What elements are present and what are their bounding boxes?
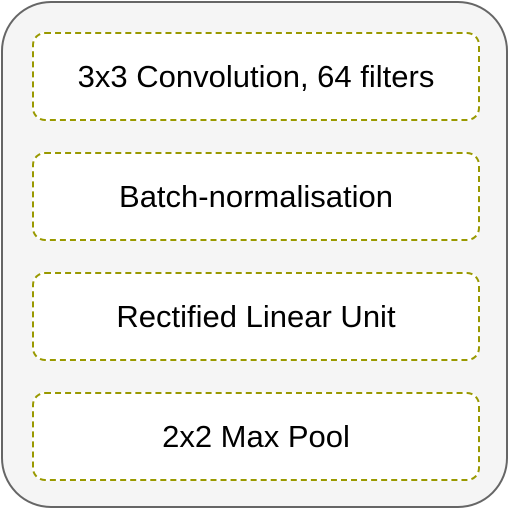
layer-relu-label: Rectified Linear Unit (116, 298, 396, 334)
layer-batch-normalisation-label: Batch-normalisation (119, 178, 393, 214)
layer-batch-normalisation: Batch-normalisation (32, 152, 480, 241)
layer-max-pool: 2x2 Max Pool (32, 392, 480, 481)
layer-max-pool-label: 2x2 Max Pool (162, 418, 350, 454)
layer-relu: Rectified Linear Unit (32, 272, 480, 361)
layer-convolution: 3x3 Convolution, 64 filters (32, 32, 480, 121)
layer-convolution-label: 3x3 Convolution, 64 filters (77, 58, 435, 94)
